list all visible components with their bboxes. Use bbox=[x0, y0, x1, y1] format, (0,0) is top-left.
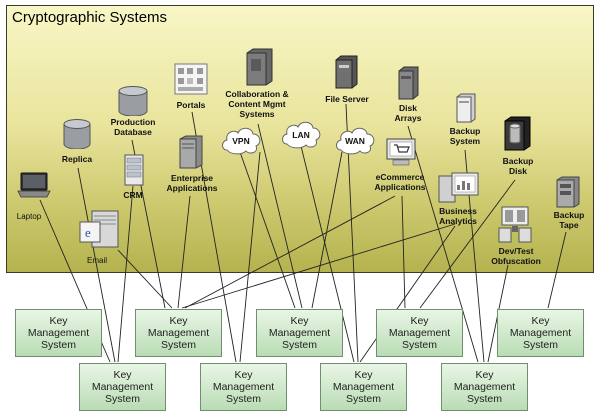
dev-test-obfuscation-label: Dev/Test Obfuscation bbox=[491, 246, 541, 266]
production-database-label: Production Database bbox=[110, 117, 156, 137]
kms-label: Key Management System bbox=[91, 369, 154, 405]
key-management-system-box: Key Management System bbox=[79, 363, 166, 411]
kms-label: Key Management System bbox=[388, 315, 451, 351]
key-management-system-box: Key Management System bbox=[320, 363, 407, 411]
key-management-system-box: Key Management System bbox=[497, 309, 584, 357]
key-management-system-box: Key Management System bbox=[376, 309, 463, 357]
business-analytics-label: Business Analytics bbox=[439, 206, 477, 226]
dev-test-obfuscation-icon bbox=[498, 206, 532, 243]
collaboration-label: Collaboration & Content Mgmt Systems bbox=[225, 89, 289, 119]
email-server-icon: e bbox=[79, 210, 119, 248]
backup-system-label: Backup System bbox=[449, 126, 481, 146]
disk-arrays-label: Disk Arrays bbox=[394, 103, 422, 123]
laptop-label: Laptop bbox=[16, 212, 42, 221]
vpn-label: VPN bbox=[232, 136, 250, 146]
enterprise-applications-label: Enterprise Applications bbox=[166, 173, 218, 193]
file-server-label: File Server bbox=[325, 94, 369, 104]
replica-label: Replica bbox=[61, 154, 93, 164]
file-server-icon bbox=[335, 55, 358, 89]
kms-label: Key Management System bbox=[268, 315, 331, 351]
enterprise-applications-icon bbox=[179, 135, 203, 169]
kms-label: Key Management System bbox=[212, 369, 275, 405]
kms-label: Key Management System bbox=[509, 315, 572, 351]
backup-tape-label: Backup Tape bbox=[553, 210, 585, 230]
laptop-icon bbox=[17, 172, 51, 198]
backup-disk-label: Backup Disk bbox=[502, 156, 534, 176]
replica-database-icon bbox=[63, 119, 91, 149]
collaboration-server-icon bbox=[246, 48, 273, 86]
backup-system-icon bbox=[456, 93, 476, 123]
key-management-system-box: Key Management System bbox=[256, 309, 343, 357]
key-management-system-box: Key Management System bbox=[15, 309, 102, 357]
portals-icon bbox=[174, 63, 208, 95]
wan-label: WAN bbox=[345, 136, 365, 146]
kms-label: Key Management System bbox=[147, 315, 210, 351]
diagram-title: Cryptographic Systems bbox=[12, 9, 168, 26]
ecommerce-label: eCommerce Applications bbox=[374, 172, 426, 192]
vpn-cloud-icon bbox=[222, 127, 261, 155]
crm-server-icon bbox=[124, 154, 144, 186]
svg-text:e: e bbox=[85, 225, 91, 240]
backup-tape-icon bbox=[556, 176, 580, 208]
kms-label: Key Management System bbox=[453, 369, 516, 405]
business-analytics-icon bbox=[438, 172, 479, 203]
backup-disk-icon bbox=[504, 116, 531, 151]
lan-label: LAN bbox=[292, 130, 310, 140]
ecommerce-icon bbox=[386, 138, 416, 166]
disk-arrays-icon bbox=[398, 66, 419, 100]
wan-cloud-icon bbox=[336, 127, 375, 155]
key-management-system-box: Key Management System bbox=[441, 363, 528, 411]
crm-label: CRM bbox=[123, 190, 143, 200]
kms-label: Key Management System bbox=[27, 315, 90, 351]
key-management-system-box: Key Management System bbox=[200, 363, 287, 411]
email-label: Email bbox=[86, 256, 108, 265]
production-database-icon bbox=[118, 86, 148, 116]
portals-label: Portals bbox=[176, 100, 206, 110]
key-management-system-box: Key Management System bbox=[135, 309, 222, 357]
lan-cloud-icon bbox=[282, 121, 321, 149]
kms-label: Key Management System bbox=[332, 369, 395, 405]
